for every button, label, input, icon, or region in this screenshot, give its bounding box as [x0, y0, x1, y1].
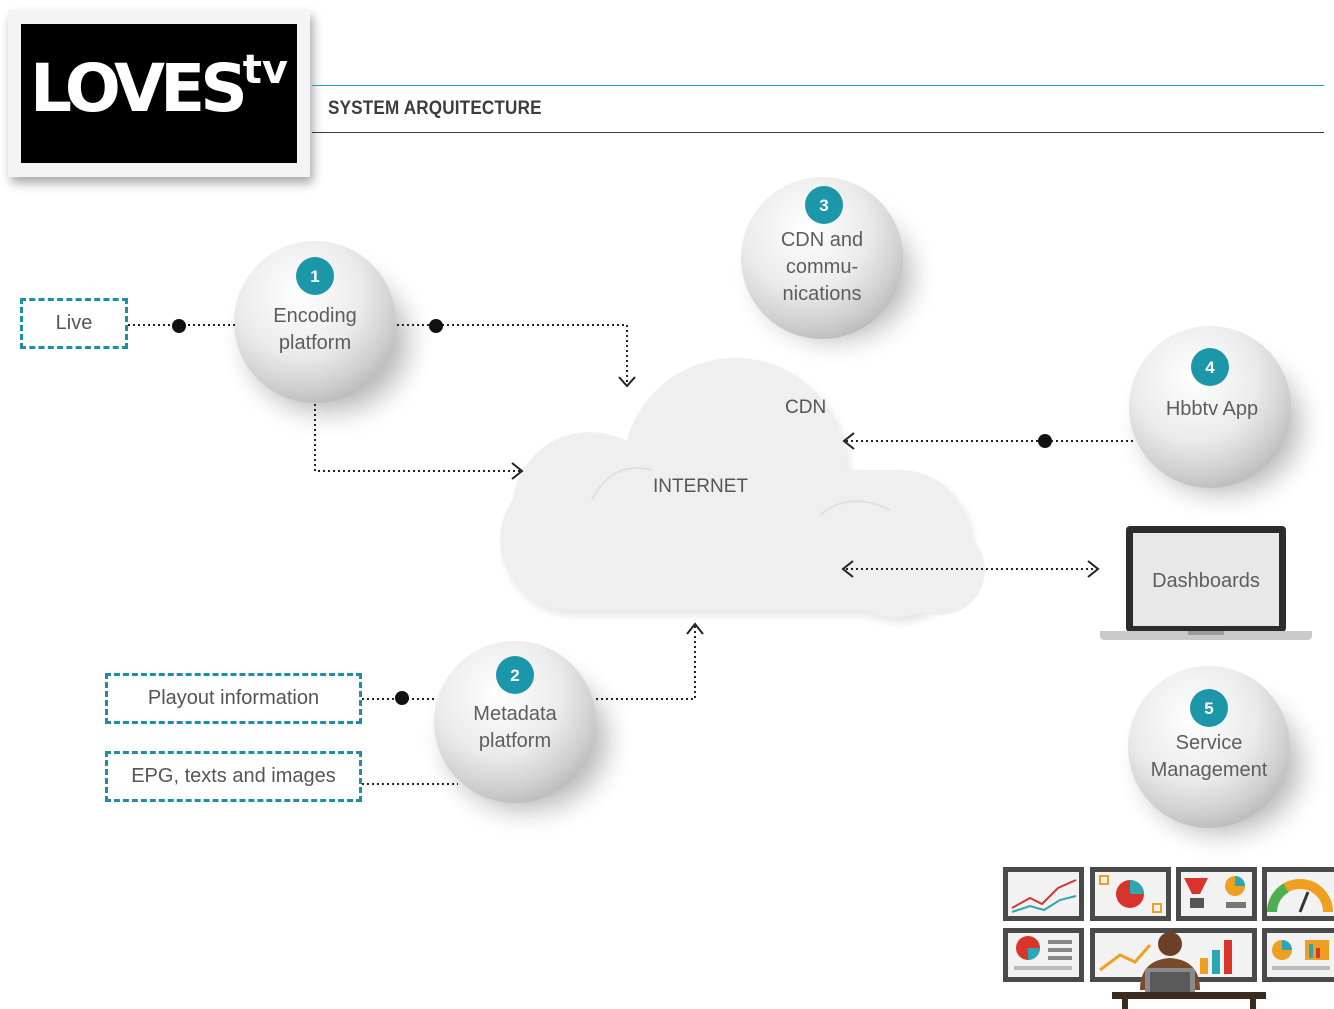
- node-badges: 1 2 3 4 5: [296, 186, 1229, 727]
- connector-metadata-internet: [596, 626, 696, 700]
- source-epg-label: EPG, texts and images: [131, 765, 336, 787]
- node-4-label-line: Hbbtv App: [1165, 398, 1259, 420]
- connector-encoding-internet: [314, 404, 520, 472]
- node-2-label-line: Metadata: [473, 703, 557, 725]
- node-2-sphere: [434, 641, 596, 803]
- source-epg: EPG, texts and images: [105, 751, 362, 802]
- source-playout-label: Playout information: [147, 687, 320, 709]
- node-1-label: Encoding platform: [235, 303, 395, 357]
- source-live-label: Live: [55, 312, 93, 334]
- node-4-label: Hbbtv App: [1132, 396, 1292, 423]
- node-1-label-line: Encoding: [273, 305, 357, 327]
- source-playout: Playout information: [105, 673, 362, 724]
- node-3-label-line: commu-: [785, 256, 859, 278]
- logo-background: LOVEStv: [21, 24, 297, 163]
- connectors: [128, 324, 1136, 785]
- connector-dots: [172, 319, 1052, 705]
- logo-text: LOVES: [30, 50, 248, 127]
- monitoring-operator-icon: [1003, 867, 1334, 1009]
- arrow-right-internet: [511, 462, 524, 480]
- badge-1: 1: [310, 267, 319, 286]
- node-5-label-line: Service: [1175, 732, 1243, 754]
- logo-wordmark: LOVEStv: [21, 50, 297, 122]
- logo: LOVEStv: [8, 10, 310, 177]
- internet-cloud: [500, 358, 985, 623]
- arrow-left-cdn: [842, 432, 855, 450]
- badge-2: 2: [510, 666, 519, 685]
- header-rule-bottom: [312, 132, 1324, 133]
- node-3-label-line: nications: [782, 283, 862, 305]
- node-5-sphere: [1128, 666, 1290, 828]
- laptop-icon: [1100, 526, 1312, 640]
- arrow-left-internet: [841, 560, 854, 578]
- node-spheres: [234, 177, 1291, 828]
- node-3-label-line: CDN and: [780, 229, 864, 251]
- node-2-label: Metadata platform: [435, 701, 595, 755]
- node-1-sphere: [234, 241, 396, 403]
- header-rule-top: [312, 85, 1324, 86]
- page-title: SYSTEM ARQUITECTURE: [328, 98, 542, 119]
- node-1-label-line: platform: [278, 332, 352, 354]
- logo-suffix: tv: [242, 47, 288, 93]
- node-3-sphere: [741, 177, 903, 339]
- badge-3: 3: [819, 196, 828, 215]
- badge-4: 4: [1205, 358, 1215, 377]
- cloud-internet-label: INTERNET: [653, 476, 748, 497]
- node-2-label-line: platform: [478, 730, 552, 752]
- node-3-label: CDN and commu- nications: [742, 227, 902, 308]
- cloud-cdn-label: CDN: [785, 397, 827, 418]
- laptop-screen-label: Dashboards: [1152, 570, 1260, 592]
- arrow-down-cdn: [618, 376, 636, 388]
- badge-5: 5: [1204, 699, 1213, 718]
- node-4-sphere: [1129, 326, 1291, 488]
- node-5-label: Service Management: [1129, 730, 1289, 784]
- arrowheads: [511, 376, 1100, 635]
- arrow-up-internet: [686, 622, 704, 635]
- node-5-label-line: Management: [1150, 759, 1268, 781]
- arrow-right-dashboards: [1087, 560, 1100, 578]
- connector-encoding-cdn: [397, 324, 628, 382]
- source-live: Live: [20, 298, 128, 349]
